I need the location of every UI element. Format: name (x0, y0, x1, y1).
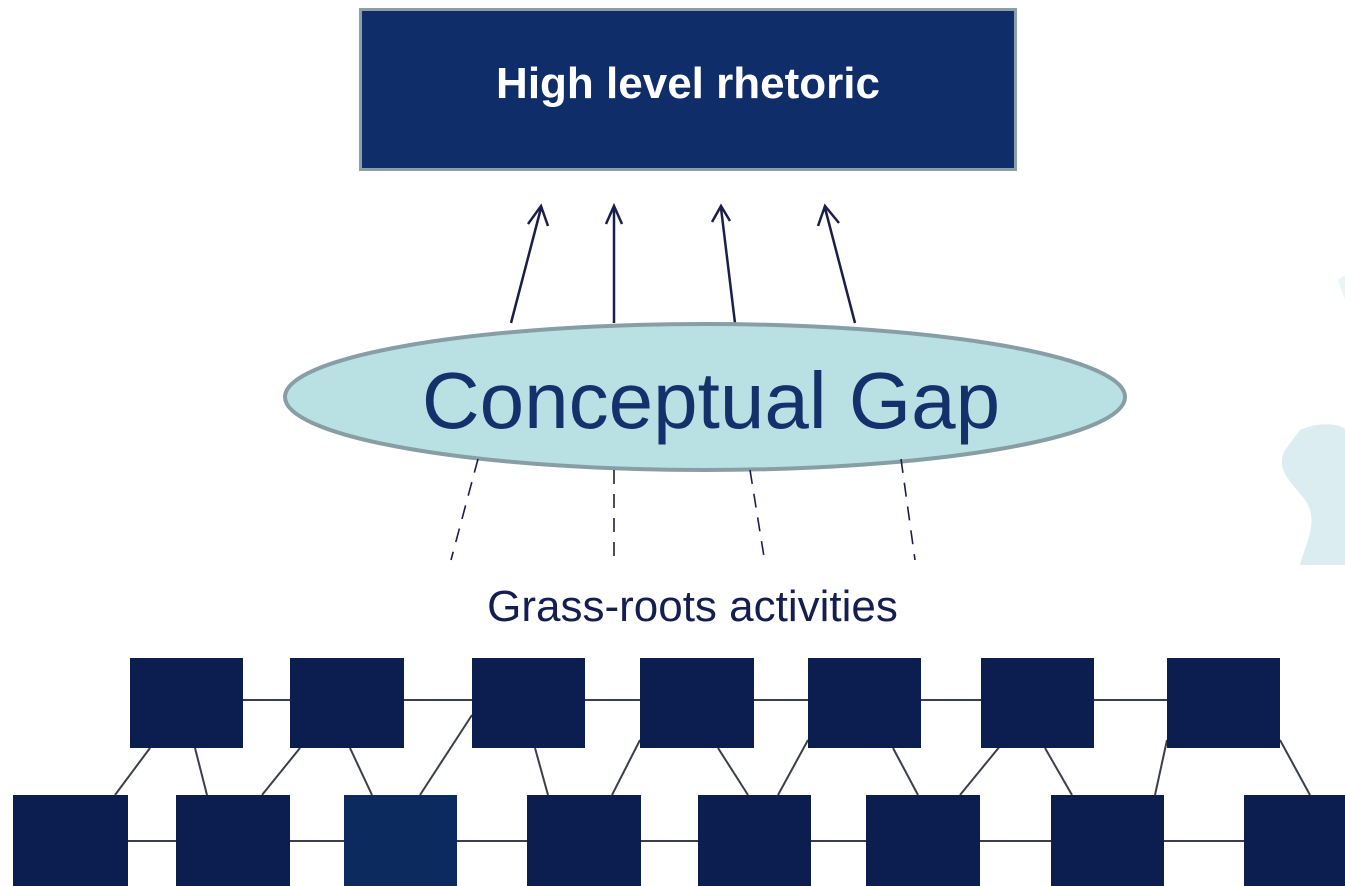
conceptual-gap-label: Conceptual Gap (422, 356, 1000, 445)
activity-node (527, 795, 641, 886)
activity-node (472, 658, 585, 748)
dashed-line-1 (450, 458, 479, 561)
grassroots-network (13, 658, 1345, 886)
activity-node (13, 795, 128, 886)
high-level-rhetoric-box: High level rhetoric (359, 8, 1017, 171)
activity-node (866, 795, 980, 886)
dashed-line-4 (900, 458, 916, 561)
arrow-up-3 (710, 203, 737, 324)
dashed-connectors (450, 458, 916, 564)
conceptual-gap-ellipse (283, 322, 1127, 472)
network-edge (892, 747, 919, 796)
network-edge (419, 714, 473, 796)
network-edge (777, 739, 809, 796)
network-edge (959, 739, 1006, 796)
arrow-up-4 (816, 203, 857, 324)
network-edge (1154, 739, 1168, 796)
map-watermark (1281, 275, 1345, 565)
activity-node (1167, 658, 1280, 748)
activity-node (1244, 795, 1345, 886)
network-edge (194, 747, 208, 796)
grassroots-label: Grass-roots activities (487, 582, 898, 631)
activity-node (1051, 795, 1164, 886)
activity-node (698, 795, 811, 886)
activity-node (808, 658, 921, 748)
network-edge (1044, 747, 1073, 796)
activity-node (344, 795, 457, 886)
network-edge (717, 747, 749, 796)
activity-node (130, 658, 243, 748)
dashed-line-3 (749, 469, 766, 564)
network-edge (534, 747, 549, 796)
network-edge (114, 747, 151, 796)
activity-node (176, 795, 290, 886)
upward-arrows (509, 202, 857, 324)
activity-node (640, 658, 754, 748)
arrow-up-2 (604, 202, 624, 323)
network-edge (349, 747, 373, 796)
network-edge (1279, 739, 1311, 796)
high-level-rhetoric-label: High level rhetoric (496, 58, 880, 108)
activity-node (981, 658, 1094, 748)
network-edge (261, 747, 301, 796)
network-edge (611, 739, 641, 796)
activity-node (290, 658, 404, 748)
arrow-up-1 (509, 203, 550, 324)
